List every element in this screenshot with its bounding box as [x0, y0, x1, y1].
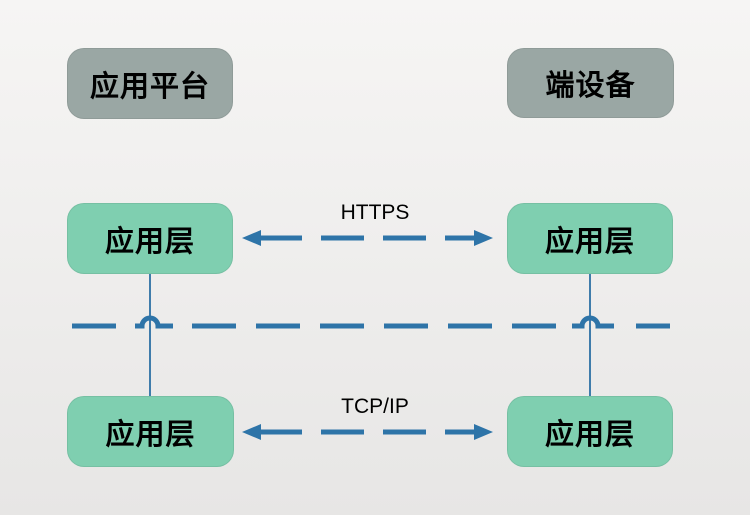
tcpip-arrow [242, 424, 493, 440]
node-device-app-layer-bottom-label: 应用层 [544, 418, 635, 451]
node-platform-app-layer-bottom-label: 应用层 [105, 418, 196, 451]
node-platform-app-layer-top: 应用层 [67, 203, 233, 274]
node-platform-app-layer-bottom: 应用层 [67, 396, 234, 467]
node-device-app-layer-bottom: 应用层 [507, 396, 673, 467]
node-platform-app-layer-top-label: 应用层 [104, 225, 195, 258]
https-arrowhead-left [242, 230, 261, 246]
node-device-header: 端设备 [507, 48, 674, 118]
node-device-header-label: 端设备 [545, 70, 636, 102]
tcpip-arrow-label: TCP/IP [341, 395, 409, 418]
tcpip-arrowhead-left [242, 424, 261, 440]
https-arrow-label: HTTPS [340, 201, 410, 224]
node-platform-header-label: 应用平台 [89, 70, 210, 103]
node-platform-header: 应用平台 [67, 48, 233, 119]
https-arrow [242, 230, 493, 246]
https-arrowhead-right [474, 230, 493, 246]
separator-dashed-line [72, 315, 670, 329]
node-device-app-layer-top: 应用层 [507, 203, 673, 274]
tcpip-arrowhead-right [474, 424, 493, 440]
node-device-app-layer-top-label: 应用层 [544, 225, 635, 258]
